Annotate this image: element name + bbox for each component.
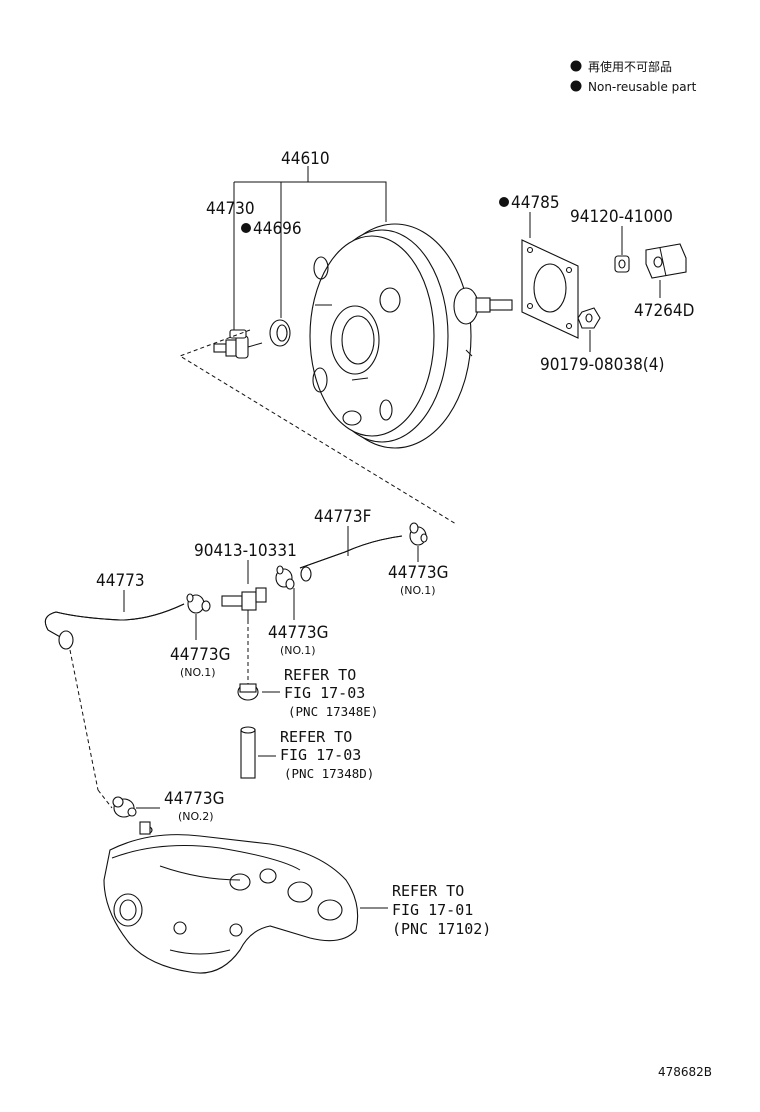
label-44773G-bottom-no: (NO.2) — [178, 810, 214, 823]
diagram-id: 478682B — [658, 1065, 712, 1079]
intake-manifold — [103, 821, 359, 974]
clip-44773G-left — [186, 593, 211, 614]
ref2-line2: FIG 17-03 — [280, 746, 361, 764]
nut-90179 — [577, 307, 601, 329]
union-90413 — [221, 587, 267, 620]
ref1-line2: FIG 17-03 — [284, 684, 365, 702]
gasket-44785 — [521, 239, 579, 339]
leader-44610 — [234, 181, 387, 222]
dashed-hose-down — [69, 649, 99, 791]
label-44696: 44696 — [253, 219, 302, 239]
grommet-44696 — [269, 319, 291, 347]
hose-44773F — [299, 535, 403, 582]
pipe-17348D — [240, 726, 256, 779]
label-44730: 44730 — [206, 199, 255, 219]
non-reusable-dot-icon — [241, 223, 251, 233]
label-44773G-bottom: 44773G — [164, 789, 225, 809]
ref3-line2: FIG 17-01 — [392, 901, 473, 919]
label-44773G-mid-no: (NO.1) — [280, 644, 316, 657]
clip-44773G-bottom — [112, 796, 137, 818]
ref3-line1: REFER TO — [392, 882, 464, 900]
label-44773: 44773 — [96, 571, 145, 591]
brake-booster — [309, 223, 513, 449]
non-reusable-dot-icon — [570, 80, 582, 92]
dashed-leader — [178, 329, 457, 525]
label-90179-08038: 90179-08038(4) — [540, 355, 664, 375]
clip-44773G-right — [409, 522, 428, 546]
fitting-17348E — [237, 683, 259, 701]
check-valve-44730 — [213, 329, 263, 359]
label-44773G-right-no: (NO.1) — [400, 584, 436, 597]
label-44773G-left-no: (NO.1) — [180, 666, 216, 679]
label-44785: 44785 — [511, 193, 560, 213]
label-44773G-mid: 44773G — [268, 623, 329, 643]
non-reusable-dot-icon — [570, 60, 582, 72]
clevis-47264D — [645, 243, 687, 279]
non-reusable-dot-icon — [499, 197, 509, 207]
ref2-line3: (PNC 17348D) — [284, 766, 374, 781]
label-94120-41000: 94120-41000 — [570, 207, 673, 227]
label-90413-10331: 90413-10331 — [194, 541, 297, 561]
label-44773G-right: 44773G — [388, 563, 449, 583]
ref1-line3: (PNC 17348E) — [288, 704, 378, 719]
label-44773F: 44773F — [314, 507, 371, 527]
legend-en: Non-reusable part — [588, 80, 697, 94]
label-44610: 44610 — [281, 149, 330, 169]
label-47264D: 47264D — [634, 301, 694, 321]
ref3-line3: (PNC 17102) — [392, 920, 491, 938]
legend: 再使用不可部品 Non-reusable part — [570, 59, 697, 94]
label-44773G-left: 44773G — [170, 645, 231, 665]
ref1-line1: REFER TO — [284, 666, 356, 684]
hose-44773 — [44, 603, 185, 650]
clip-44773G-mid — [275, 565, 295, 590]
nut-94120 — [614, 255, 630, 273]
legend-jp: 再使用不可部品 — [588, 59, 672, 74]
ref2-line1: REFER TO — [280, 728, 352, 746]
dashed-hose-down-2 — [97, 789, 113, 809]
